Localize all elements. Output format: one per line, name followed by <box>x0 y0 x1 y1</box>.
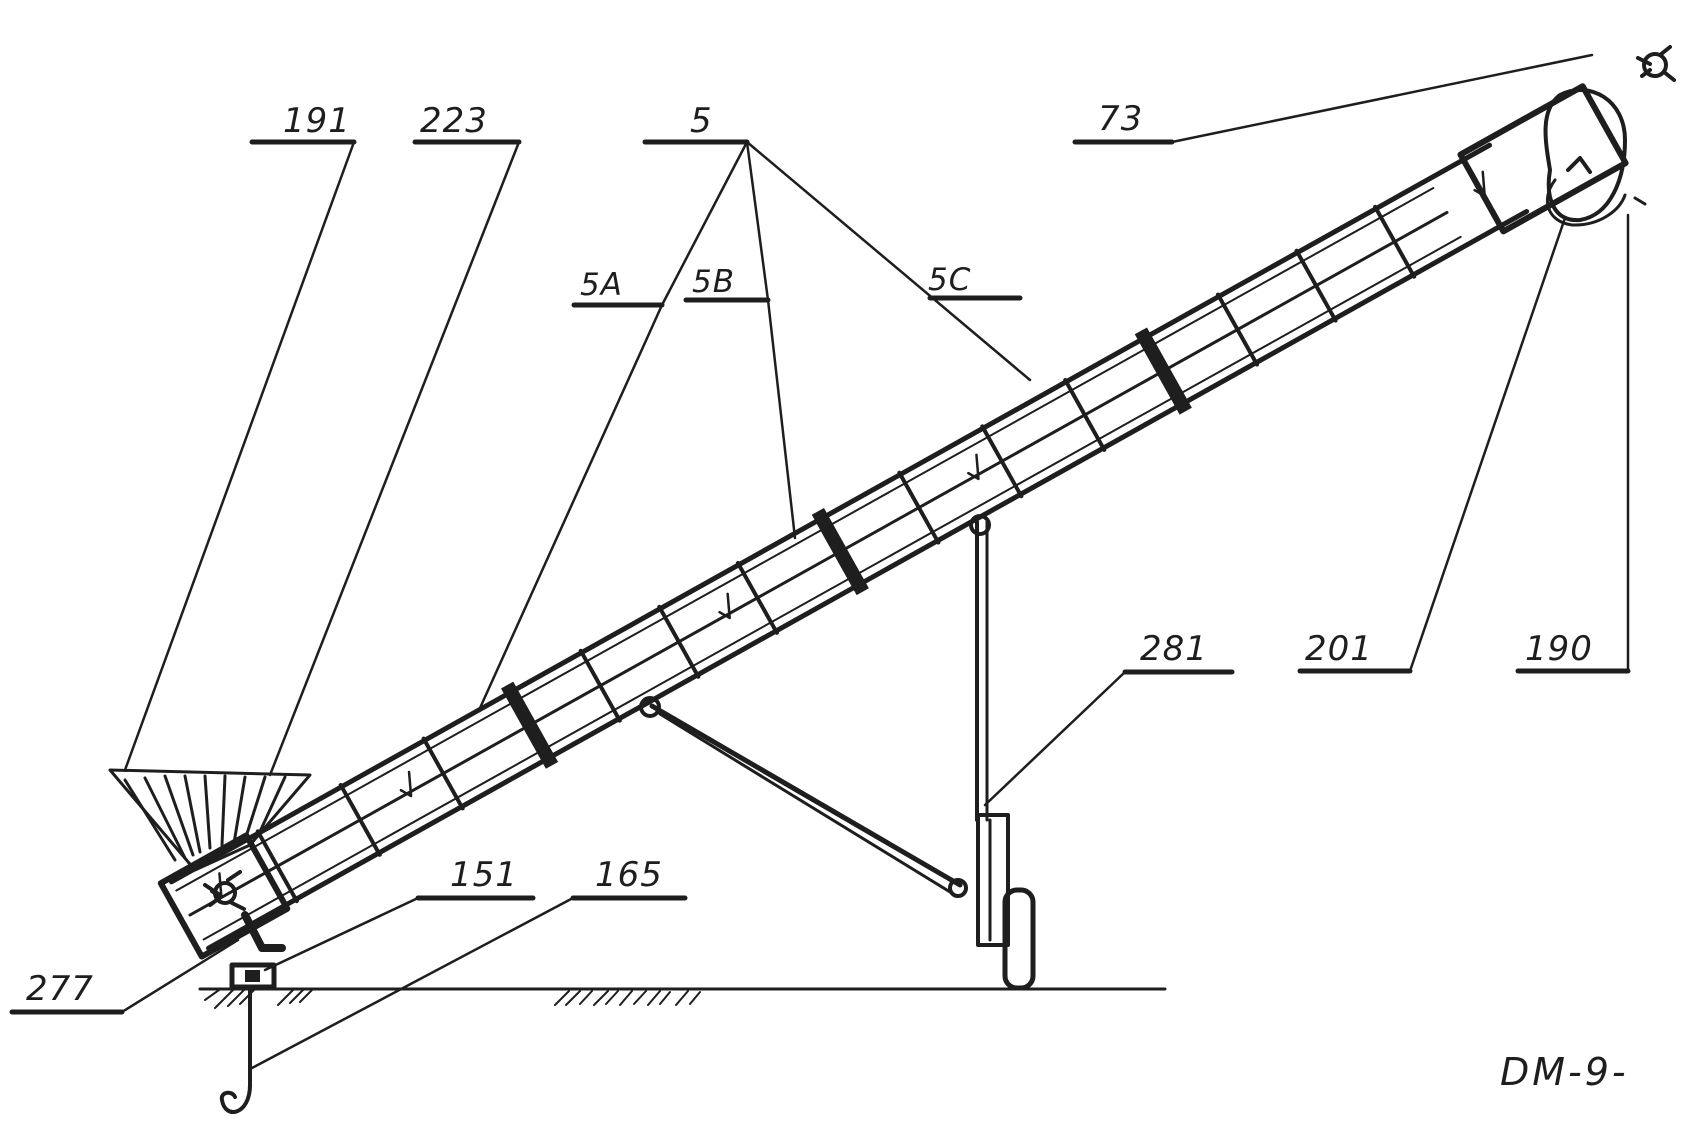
bottom-end-housing <box>157 832 291 960</box>
rear-strut <box>639 696 968 898</box>
label-5a: 5A <box>580 267 623 303</box>
ground <box>198 987 1167 1009</box>
label-5: 5 <box>690 101 713 141</box>
bottom-shaft <box>203 870 246 911</box>
ground-hatch-mid <box>554 990 701 1006</box>
conveyor-tube <box>157 83 1629 960</box>
label-281: 281 <box>1140 629 1208 669</box>
label-5c: 5C <box>928 262 971 298</box>
front-support <box>969 514 1036 991</box>
top-shaft <box>1636 45 1676 82</box>
section-couplers <box>501 327 1192 769</box>
drawing-code: DM-9- <box>1500 1050 1629 1094</box>
ground-anchor-hook <box>219 986 252 1114</box>
label-190: 190 <box>1525 629 1593 669</box>
section-markers <box>210 170 1486 899</box>
anchor-base <box>229 911 286 990</box>
label-151: 151 <box>450 855 518 895</box>
label-223: 223 <box>420 101 488 141</box>
leader-lines <box>9 53 1631 1070</box>
head-pulley <box>1543 88 1647 227</box>
label-73: 73 <box>1098 99 1143 139</box>
label-277: 277 <box>26 969 94 1009</box>
hopper <box>108 768 312 872</box>
label-201: 201 <box>1305 629 1373 669</box>
label-191: 191 <box>283 101 351 141</box>
ground-hatch-left <box>204 989 313 1009</box>
label-5b: 5B <box>692 264 735 300</box>
wheel <box>1002 887 1036 991</box>
label-165: 165 <box>595 855 663 895</box>
